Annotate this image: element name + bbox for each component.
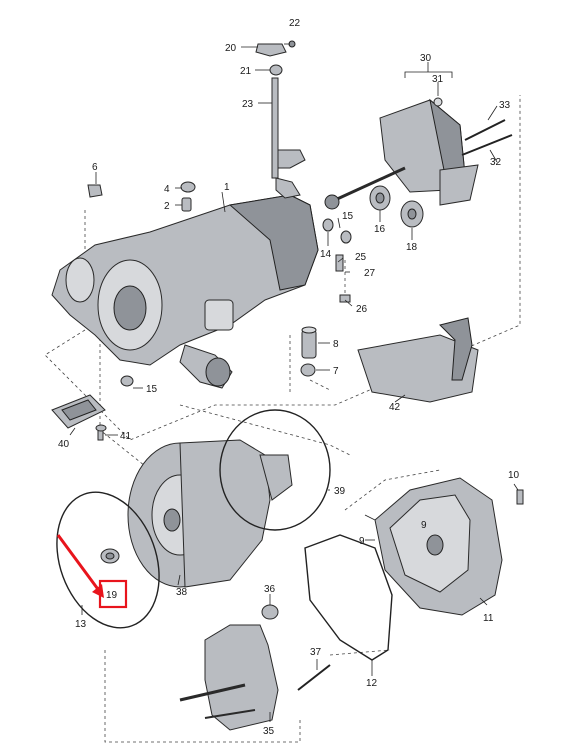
- clutch-assembly: [127, 439, 293, 588]
- callout-6: 6: [92, 162, 98, 173]
- callout-16: 16: [374, 224, 386, 235]
- callout-35: 35: [263, 726, 275, 737]
- gasket-12: [304, 534, 393, 661]
- callout-31: 31: [432, 74, 444, 85]
- transmission-housing: [51, 194, 319, 389]
- seal-19-center: [105, 552, 115, 560]
- callout-14: 14: [320, 249, 332, 260]
- callout-1: 1: [224, 182, 230, 193]
- callout-19: 19: [106, 590, 118, 601]
- seal-36: [261, 604, 279, 620]
- callout-30: 30: [420, 53, 432, 64]
- sleeve-and-plug: [300, 326, 317, 377]
- rear-housing: [374, 477, 524, 616]
- cover-plate: [51, 394, 107, 441]
- highlight-box: [98, 579, 128, 609]
- callout-9-left: 9: [359, 536, 365, 547]
- callout-18: 18: [406, 242, 418, 253]
- callout-12: 12: [366, 678, 378, 689]
- callout-11: 11: [483, 613, 494, 624]
- leader-lines: [69, 43, 519, 722]
- callout-20: 20: [225, 43, 237, 54]
- callout-32: 32: [490, 157, 502, 168]
- callout-labels: 1 2 4 6 7 8 9 9 10 11 12 13 14 15 15 16 …: [58, 18, 520, 737]
- callout-4: 4: [164, 184, 170, 195]
- callout-41: 41: [120, 431, 132, 442]
- valve-body-lower: [179, 624, 331, 731]
- highlight-19: [56, 534, 128, 609]
- callout-22: 22: [289, 18, 301, 29]
- callout-25: 25: [355, 252, 367, 263]
- callout-21: 21: [240, 66, 252, 77]
- callout-27: 27: [364, 268, 376, 279]
- highlight-arrow: [56, 534, 102, 593]
- callout-39: 39: [334, 486, 346, 497]
- oil-pan: [357, 317, 479, 403]
- callout-36: 36: [264, 584, 276, 595]
- callout-15-upper: 15: [342, 211, 354, 222]
- o-ring-39: [219, 409, 331, 531]
- callout-38: 38: [176, 587, 188, 598]
- callout-40: 40: [58, 439, 70, 450]
- callout-7: 7: [333, 366, 339, 377]
- callout-26: 26: [356, 304, 368, 315]
- callout-2: 2: [164, 201, 170, 212]
- callout-42: 42: [389, 402, 401, 413]
- callout-37: 37: [310, 647, 322, 658]
- callout-10: 10: [508, 470, 520, 481]
- bolt-15-lower: [120, 375, 134, 387]
- bearings-and-small-parts: [322, 185, 424, 303]
- small-parts-left: [87, 181, 196, 212]
- shift-rod-assembly: [255, 40, 306, 199]
- callout-13: 13: [75, 619, 87, 630]
- valve-block-assembly: [324, 97, 513, 210]
- callout-8: 8: [333, 339, 339, 350]
- callout-23: 23: [242, 99, 254, 110]
- callout-15-lower: 15: [146, 384, 158, 395]
- callout-9-inner: 9: [421, 520, 427, 531]
- callout-33: 33: [499, 100, 511, 111]
- ring-13: [56, 491, 160, 629]
